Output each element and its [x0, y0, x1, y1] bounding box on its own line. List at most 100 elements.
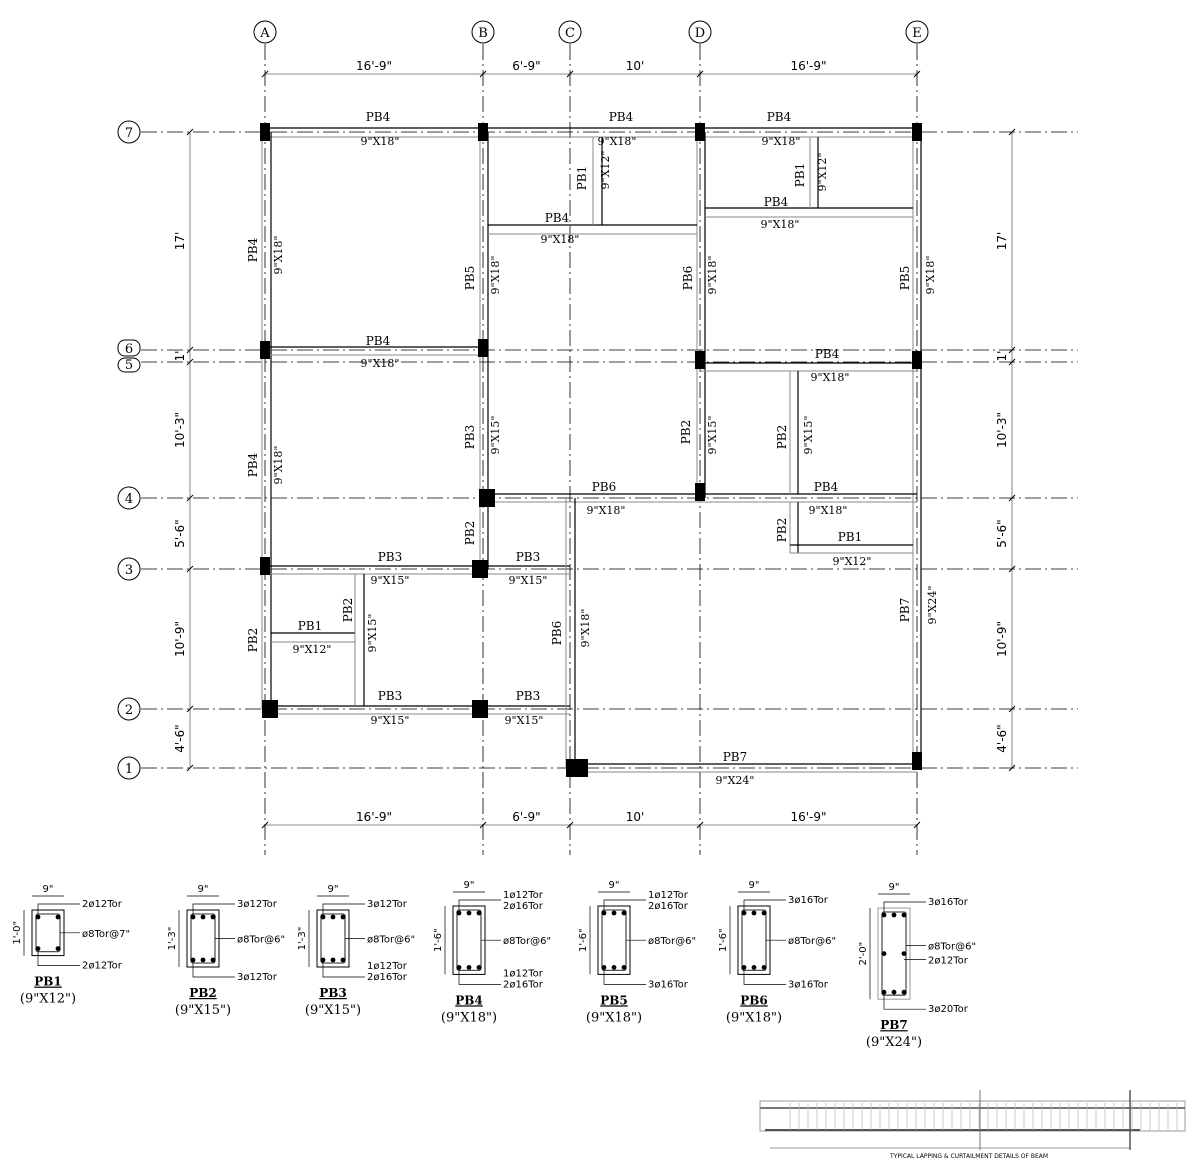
beam-name: PB4 [246, 237, 260, 262]
rebar [611, 910, 617, 916]
column [695, 123, 705, 141]
section-pb7: 9"2'-0"3ø16Torø8Tor@6"2ø12Tor3ø20TorPB7(… [858, 882, 976, 1050]
dim-tick [1008, 358, 1016, 366]
rebar [200, 957, 206, 963]
rebar [901, 951, 907, 956]
grid-label-A: A [259, 26, 270, 41]
beam-name: PB3 [463, 425, 477, 450]
beam-size: 9"X18" [809, 504, 848, 517]
dim-text: 10' [626, 810, 645, 824]
section-width: 9" [749, 880, 760, 891]
dim-text: 10'-9" [173, 621, 187, 657]
rebar [621, 965, 627, 970]
dim-text: 4'-6" [995, 724, 1009, 752]
grid-bubble [905, 20, 929, 44]
dim-tick [566, 70, 574, 78]
leader [603, 967, 646, 985]
beam-name: PB4 [815, 347, 840, 361]
dim-text: 10' [626, 59, 645, 73]
bottom-bar-callout: 1ø12Tor [503, 968, 544, 979]
column [912, 752, 922, 770]
rebar [891, 989, 897, 995]
rebar [891, 912, 897, 918]
beam-name: PB2 [246, 628, 260, 653]
rebar [200, 914, 206, 920]
rebar [55, 914, 61, 920]
grid-label-B: B [478, 26, 488, 41]
section-name: PB6 [740, 993, 768, 1007]
dim-tick [1008, 346, 1016, 354]
section-name: PB5 [600, 993, 628, 1007]
bottom-bar-callout: 3ø16Tor [648, 979, 689, 990]
dim-text: 16'-9" [356, 810, 392, 824]
grid-label-7: 7 [125, 126, 133, 141]
grid-bubble [117, 486, 141, 510]
section-size: (9"X18") [726, 1010, 782, 1025]
column [260, 341, 270, 359]
grid-bubble [471, 20, 495, 44]
dim-text: 5'-6" [173, 519, 187, 547]
rebar [210, 914, 216, 920]
beam-size: 9"X24" [926, 586, 939, 625]
rebar [901, 989, 907, 995]
dim-text: 4'-6" [173, 724, 187, 752]
section-width: 9" [889, 882, 900, 893]
grid-label-5: 5 [125, 358, 133, 373]
grid-label-C: C [565, 26, 575, 41]
grid-bubble [117, 697, 141, 721]
dim-tick [1008, 494, 1016, 502]
grid-bubble [117, 339, 141, 357]
dim-text: 17' [995, 232, 1009, 251]
section-name: PB2 [189, 986, 217, 1000]
dim-tick [696, 821, 704, 829]
grid-label-1: 1 [125, 762, 133, 777]
stirrup-callout: ø8Tor@6" [503, 936, 551, 947]
beam-size: 9"X15" [489, 416, 502, 455]
section-width: 9" [464, 880, 475, 891]
column [478, 123, 488, 141]
beam-name: PB1 [298, 619, 323, 633]
bottom-bar-callout: 3ø12Tor [237, 972, 278, 983]
beam-size: 9"X12" [599, 151, 612, 190]
beams [261, 127, 922, 773]
section-outline [877, 907, 911, 1000]
rebar [901, 912, 907, 918]
beam-sections: 9"1'-0"2ø12Torø8Tor@7"2ø12TorPB1(9"X12")… [12, 880, 976, 1050]
grid-bubble [117, 357, 141, 373]
section-size: (9"X15") [305, 1003, 361, 1018]
leader [743, 899, 786, 913]
section-width: 9" [198, 884, 209, 895]
dim-tick [566, 821, 574, 829]
dim-text: 17' [173, 232, 187, 251]
beam-name: PB5 [463, 266, 477, 291]
section-depth: 1'-3" [167, 927, 178, 951]
grid-label-D: D [695, 26, 705, 41]
rebar [466, 965, 472, 970]
column [479, 489, 495, 507]
dim-tick [1008, 565, 1016, 573]
beam-name: PB6 [550, 621, 564, 646]
top-bar-callout: 3ø16Tor [928, 897, 969, 908]
beam-name: PB4 [545, 211, 570, 225]
beam-name: PB7 [723, 750, 748, 764]
leader [322, 903, 365, 917]
top-bar-callout: 3ø12Tor [237, 899, 278, 910]
section-pb3: 9"1'-3"3ø12Torø8Tor@6"1ø12Tor2ø16TorPB3(… [297, 884, 415, 1018]
section-depth: 1'-6" [578, 928, 589, 952]
dim-tick [1008, 764, 1016, 772]
section-pb4: 9"1'-6"1ø12Tor2ø16Torø8Tor@6"1ø12Tor2ø16… [433, 880, 551, 1025]
beam-label-pb2: PB2 [463, 521, 477, 546]
section-depth: 1'-6" [433, 928, 444, 952]
stirrup-callout: ø8Tor@7" [82, 929, 130, 940]
column [472, 700, 488, 718]
